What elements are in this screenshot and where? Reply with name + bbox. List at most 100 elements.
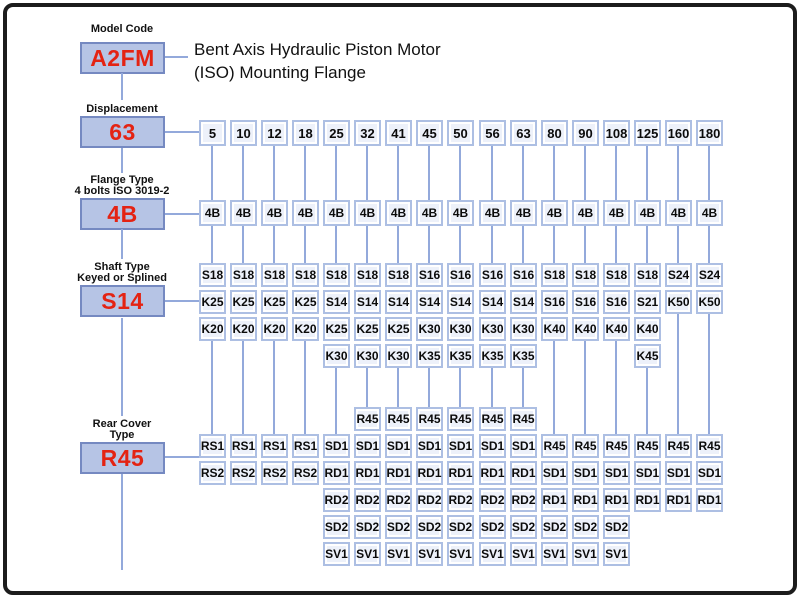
rear-cover-cell: SD1 (323, 434, 350, 458)
connector-line (165, 56, 188, 58)
selector-value-box: R45 (80, 442, 165, 474)
rear-cover-cell: R45 (354, 407, 381, 431)
shaft-cell: S16 (603, 290, 630, 314)
shaft-cell: K35 (510, 344, 537, 368)
selector-value-box: 4B (80, 198, 165, 230)
displacement-cell: 5 (199, 120, 226, 146)
flange-cell: 4B (323, 200, 350, 226)
rear-cover-cell: SV1 (416, 542, 443, 566)
connector-line (304, 226, 306, 263)
displacement-cell: 25 (323, 120, 350, 146)
shaft-cell: S16 (572, 290, 599, 314)
shaft-cell: S14 (385, 290, 412, 314)
flange-cell: 4B (510, 200, 537, 226)
shaft-cell: K40 (634, 317, 661, 341)
connector-line (366, 226, 368, 263)
connector-line (165, 213, 199, 215)
displacement-cell: 45 (416, 120, 443, 146)
flange-cell: 4B (634, 200, 661, 226)
selector-label: Shaft Type Keyed or Splined (77, 261, 167, 284)
rear-cover-cell: SV1 (479, 542, 506, 566)
shaft-cell: S14 (510, 290, 537, 314)
shaft-cell: S18 (634, 263, 661, 287)
displacement-cell: 63 (510, 120, 537, 146)
displacement-cell: 160 (665, 120, 692, 146)
connector-line (121, 318, 123, 416)
displacement-cell: 18 (292, 120, 319, 146)
shaft-cell: S18 (572, 263, 599, 287)
shaft-cell: K30 (385, 344, 412, 368)
rear-cover-cell: SD1 (354, 434, 381, 458)
connector-line (553, 146, 555, 200)
shaft-cell: S18 (541, 263, 568, 287)
connector-line (428, 146, 430, 200)
flange-cell: 4B (416, 200, 443, 226)
connector-line (459, 368, 461, 407)
shaft-cell: K25 (199, 290, 226, 314)
selector-value: R45 (100, 444, 145, 471)
displacement-cell: 90 (572, 120, 599, 146)
connector-line (335, 368, 337, 434)
connector-line (242, 226, 244, 263)
connector-line (584, 341, 586, 434)
connector-line (491, 368, 493, 407)
displacement-cell: 50 (447, 120, 474, 146)
shaft-cell: K20 (199, 317, 226, 341)
rear-cover-cell: SV1 (354, 542, 381, 566)
rear-cover-cell: SD1 (696, 461, 723, 485)
rear-cover-cell: SV1 (541, 542, 568, 566)
shaft-cell: S18 (354, 263, 381, 287)
connector-line (677, 146, 679, 200)
flange-cell: 4B (199, 200, 226, 226)
connector-line (211, 146, 213, 200)
connector-line (121, 73, 123, 100)
flange-cell: 4B (479, 200, 506, 226)
flange-cell: 4B (572, 200, 599, 226)
shaft-cell: K50 (696, 290, 723, 314)
connector-line (646, 226, 648, 263)
connector-line (459, 146, 461, 200)
flange-cell: 4B (261, 200, 288, 226)
rear-cover-cell: RD2 (447, 488, 474, 512)
shaft-cell: S14 (323, 290, 350, 314)
rear-cover-cell: SD1 (416, 434, 443, 458)
shaft-cell: K45 (634, 344, 661, 368)
shaft-cell: K25 (230, 290, 257, 314)
flange-cell: 4B (230, 200, 257, 226)
rear-cover-cell: SD2 (510, 515, 537, 539)
rear-cover-cell: RD1 (634, 488, 661, 512)
connector-line (646, 146, 648, 200)
connector-line (273, 226, 275, 263)
displacement-cell: 108 (603, 120, 630, 146)
shaft-cell: S24 (696, 263, 723, 287)
connector-line (211, 341, 213, 434)
selector-value: S14 (101, 287, 144, 314)
shaft-cell: K25 (292, 290, 319, 314)
displacement-cell: 180 (696, 120, 723, 146)
rear-cover-cell: R45 (603, 434, 630, 458)
connector-line (428, 226, 430, 263)
rear-cover-cell: RD2 (510, 488, 537, 512)
selector-label: Flange Type 4 bolts ISO 3019-2 (74, 174, 170, 197)
connector-line (335, 146, 337, 200)
rear-cover-cell: SD2 (323, 515, 350, 539)
rear-cover-cell: R45 (447, 407, 474, 431)
rear-cover-cell: RD1 (696, 488, 723, 512)
connector-line (522, 368, 524, 407)
rear-cover-cell: RS1 (230, 434, 257, 458)
shaft-cell: K50 (665, 290, 692, 314)
connector-line (615, 341, 617, 434)
rear-cover-cell: RS2 (199, 461, 226, 485)
connector-line (553, 226, 555, 263)
connector-line (273, 341, 275, 434)
rear-cover-cell: RD1 (572, 488, 599, 512)
shaft-cell: S18 (199, 263, 226, 287)
rear-cover-cell: SD2 (603, 515, 630, 539)
shaft-cell: K25 (261, 290, 288, 314)
rear-cover-cell: SD2 (447, 515, 474, 539)
rear-cover-cell: SD1 (447, 434, 474, 458)
connector-line (646, 368, 648, 434)
diagram-title: Bent Axis Hydraulic Piston Motor (ISO) M… (194, 40, 441, 82)
flange-cell: 4B (696, 200, 723, 226)
shaft-cell: S18 (261, 263, 288, 287)
